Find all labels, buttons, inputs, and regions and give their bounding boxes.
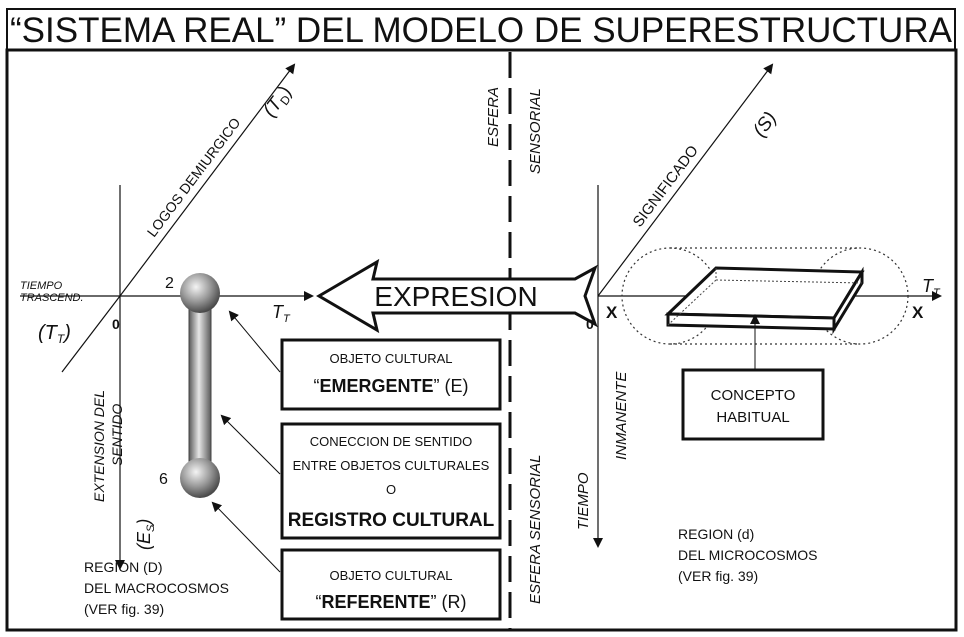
tt-axis-label-left: TT — [272, 302, 291, 325]
coneccion-line2: ENTRE OBJETOS CULTURALES — [293, 458, 490, 473]
node-bottom-sphere — [180, 458, 220, 498]
coneccion-box — [280, 422, 502, 540]
significado-label: SIGNIFICADO — [630, 142, 702, 230]
logos-demiurgico-label: LOGOS DEMIURGICO — [144, 115, 244, 240]
dumbbell-rod — [188, 297, 212, 485]
concepto-box — [681, 368, 825, 441]
emergente-line2: “EMERGENTE” (E) — [313, 376, 468, 396]
referente-line1: OBJETO CULTURAL — [329, 568, 452, 583]
expresion-label: EXPRESION — [374, 281, 537, 312]
leader-referente — [211, 501, 281, 573]
x-right-label: X — [912, 303, 924, 322]
td-symbol: (TD) — [259, 82, 297, 122]
slab-hidden-edges — [667, 268, 863, 326]
referente-box — [280, 548, 502, 621]
emergente-box — [280, 338, 502, 411]
node-top-number: 2 — [165, 275, 174, 292]
esfera-sensorial-bottom: ESFERA SENSORIAL — [527, 455, 544, 605]
micro-region-line2: DEL MICROCOSMOS — [678, 547, 818, 563]
leader-emergente — [228, 310, 281, 373]
right-origin-label: 0 — [586, 316, 594, 332]
sensorial-label-top: SENSORIAL — [527, 88, 544, 174]
esfera-label-top: ESFERA — [485, 87, 502, 147]
tt-axis-label-right: TT — [922, 276, 941, 299]
node-bottom-number: 6 — [159, 471, 168, 488]
extension-label-line2: SENTIDO — [109, 404, 125, 466]
macro-region-line1: REGION (D) — [84, 559, 163, 575]
slab-front-face — [666, 312, 836, 331]
left-axes — [20, 63, 314, 570]
cultural-register-dumbbell — [180, 273, 220, 498]
concepto-line1: CONCEPTO — [711, 387, 796, 404]
expresion-arrow — [316, 258, 598, 334]
macro-region-line3: (VER fig. 39) — [84, 601, 164, 617]
diagram-title: “SISTEMA REAL” DEL MODELO DE SUPERESTRUC… — [6, 8, 956, 50]
left-origin-label: 0 — [112, 316, 120, 332]
s-symbol: (S) — [749, 108, 781, 141]
tt-symbol-left: (TT) — [38, 322, 71, 346]
emergente-line1: OBJETO CULTURAL — [329, 351, 452, 366]
referente-line2: “REFERENTE” (R) — [316, 592, 467, 612]
significado-axis — [597, 63, 774, 297]
logos-demiurgico-axis — [119, 63, 296, 297]
tiempo-inmanente-line1: TIEMPO — [575, 472, 592, 530]
slab-side-face — [832, 266, 864, 335]
micro-region-line1: REGION (d) — [678, 526, 754, 542]
extension-label-line1: EXTENSION DEL — [91, 390, 107, 502]
coneccion-line1: CONECCION DE SENTIDO — [310, 434, 473, 449]
tiempo-label-line1: TIEMPO — [20, 280, 63, 292]
concepto-line2: HABITUAL — [716, 409, 789, 426]
tiempo-label-line2: TRASCEND. — [20, 292, 84, 304]
svg-text:(TD): (TD) — [259, 82, 297, 122]
origin-diagonal-down — [61, 295, 121, 373]
coneccion-line3: O — [386, 482, 396, 497]
macro-region-line2: DEL MACROCOSMOS — [84, 580, 229, 596]
es-symbol: (ES) — [134, 519, 157, 550]
x-left-label: X — [606, 303, 618, 322]
leader-coneccion — [220, 414, 281, 475]
micro-region-line3: (VER fig. 39) — [678, 568, 758, 584]
node-top-sphere — [180, 273, 220, 313]
slab-top-face — [664, 266, 865, 320]
coneccion-bold: REGISTRO CULTURAL — [288, 510, 495, 531]
tiempo-inmanente-line2: INMANENTE — [613, 371, 630, 460]
